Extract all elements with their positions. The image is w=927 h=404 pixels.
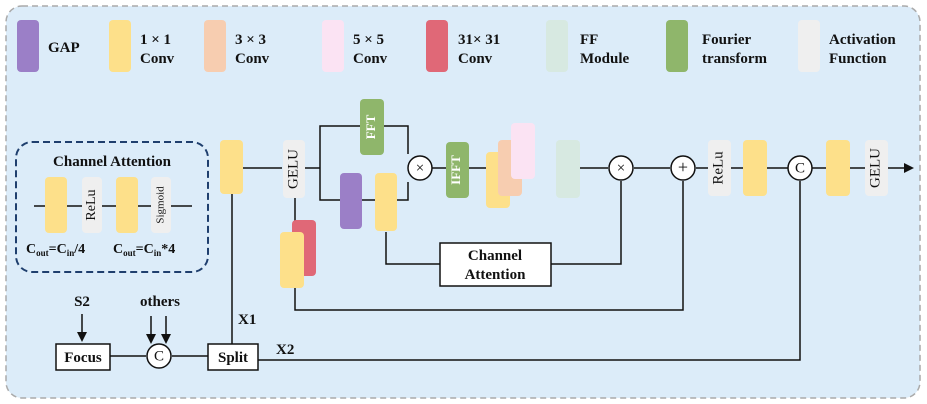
ca-panel-conv1 (45, 177, 67, 233)
others-label: others (140, 294, 180, 310)
channel-attention-panel: Channel Attention ReLu Sigmoid Cout=Cin/… (15, 141, 209, 273)
legend-swatch-5x5 (322, 20, 344, 72)
channel-attention-border (15, 141, 209, 273)
ca-panel-sigmoid (151, 177, 171, 233)
fft-label: FFT (363, 114, 378, 139)
main-flow: GELU FFT × IFFT × + ReLu C GELU Channel (220, 99, 888, 288)
ff-module-block (556, 140, 580, 198)
concat-node-main (787, 155, 813, 181)
ifft-label: IFFT (448, 155, 463, 185)
relu-label: ReLu (710, 151, 726, 185)
multiply-label-1: × (416, 160, 424, 176)
multiply-node-1 (407, 155, 433, 181)
conv5x5-stack (511, 123, 535, 179)
conv1x1-input (220, 140, 243, 194)
x2-label: X2 (276, 342, 294, 358)
gelu-block-2 (865, 140, 888, 196)
conv1x1-after-relu (743, 140, 767, 196)
focus-box (55, 343, 111, 371)
focus-label: Focus (64, 350, 102, 366)
concat-label-input: C (154, 348, 164, 364)
concat-label-main: C (795, 160, 805, 176)
channel-attention-box (439, 242, 552, 287)
legend-swatch-1x1 (109, 20, 131, 72)
legend-label-gap: GAP (48, 40, 80, 56)
add-node (670, 155, 696, 181)
channel-attention-title: Channel Attention (53, 154, 172, 170)
x1-label: X1 (238, 312, 256, 328)
ca-panel-conv2 (116, 177, 138, 233)
gap-block (340, 173, 362, 229)
legend-swatch-3x3 (204, 20, 226, 72)
connectors (110, 125, 865, 361)
legend-swatch-fourier (666, 20, 688, 72)
legend-swatch-ff (546, 20, 568, 72)
s2-label: S2 (74, 294, 90, 310)
ca-formula-2: Cout=Cin*4 (113, 242, 175, 258)
split-box (207, 343, 259, 371)
relu-block (708, 140, 731, 196)
ca-panel-relu-label: ReLu (84, 189, 99, 220)
gelu-block-1 (283, 140, 305, 198)
concat-node-input (146, 343, 172, 369)
legend-swatch-31x31 (426, 20, 448, 72)
legend-swatch-activation (798, 20, 820, 72)
multiply-node-2 (608, 155, 634, 181)
arrows (77, 163, 914, 344)
ca-panel-relu (82, 177, 102, 233)
ifft-block (446, 142, 469, 198)
split-label: Split (218, 350, 248, 366)
outer-panel (5, 5, 921, 399)
conv1x1-output (826, 140, 850, 196)
ca-formula-1: Cout=Cin/4 (26, 242, 85, 258)
conv1x1-gap (375, 173, 397, 231)
legend-swatch-gap (17, 20, 39, 72)
multiply-label-2: × (617, 160, 625, 176)
fft-block (360, 99, 384, 155)
gelu-label-2: GELU (867, 148, 883, 188)
conv1x1-large-kernel (280, 232, 304, 288)
add-label: + (678, 157, 688, 177)
gelu-label-1: GELU (285, 149, 301, 189)
ca-panel-sigmoid-label: Sigmoid (155, 186, 167, 224)
input-path: S2 others Focus C Split X1 X2 (55, 294, 294, 371)
